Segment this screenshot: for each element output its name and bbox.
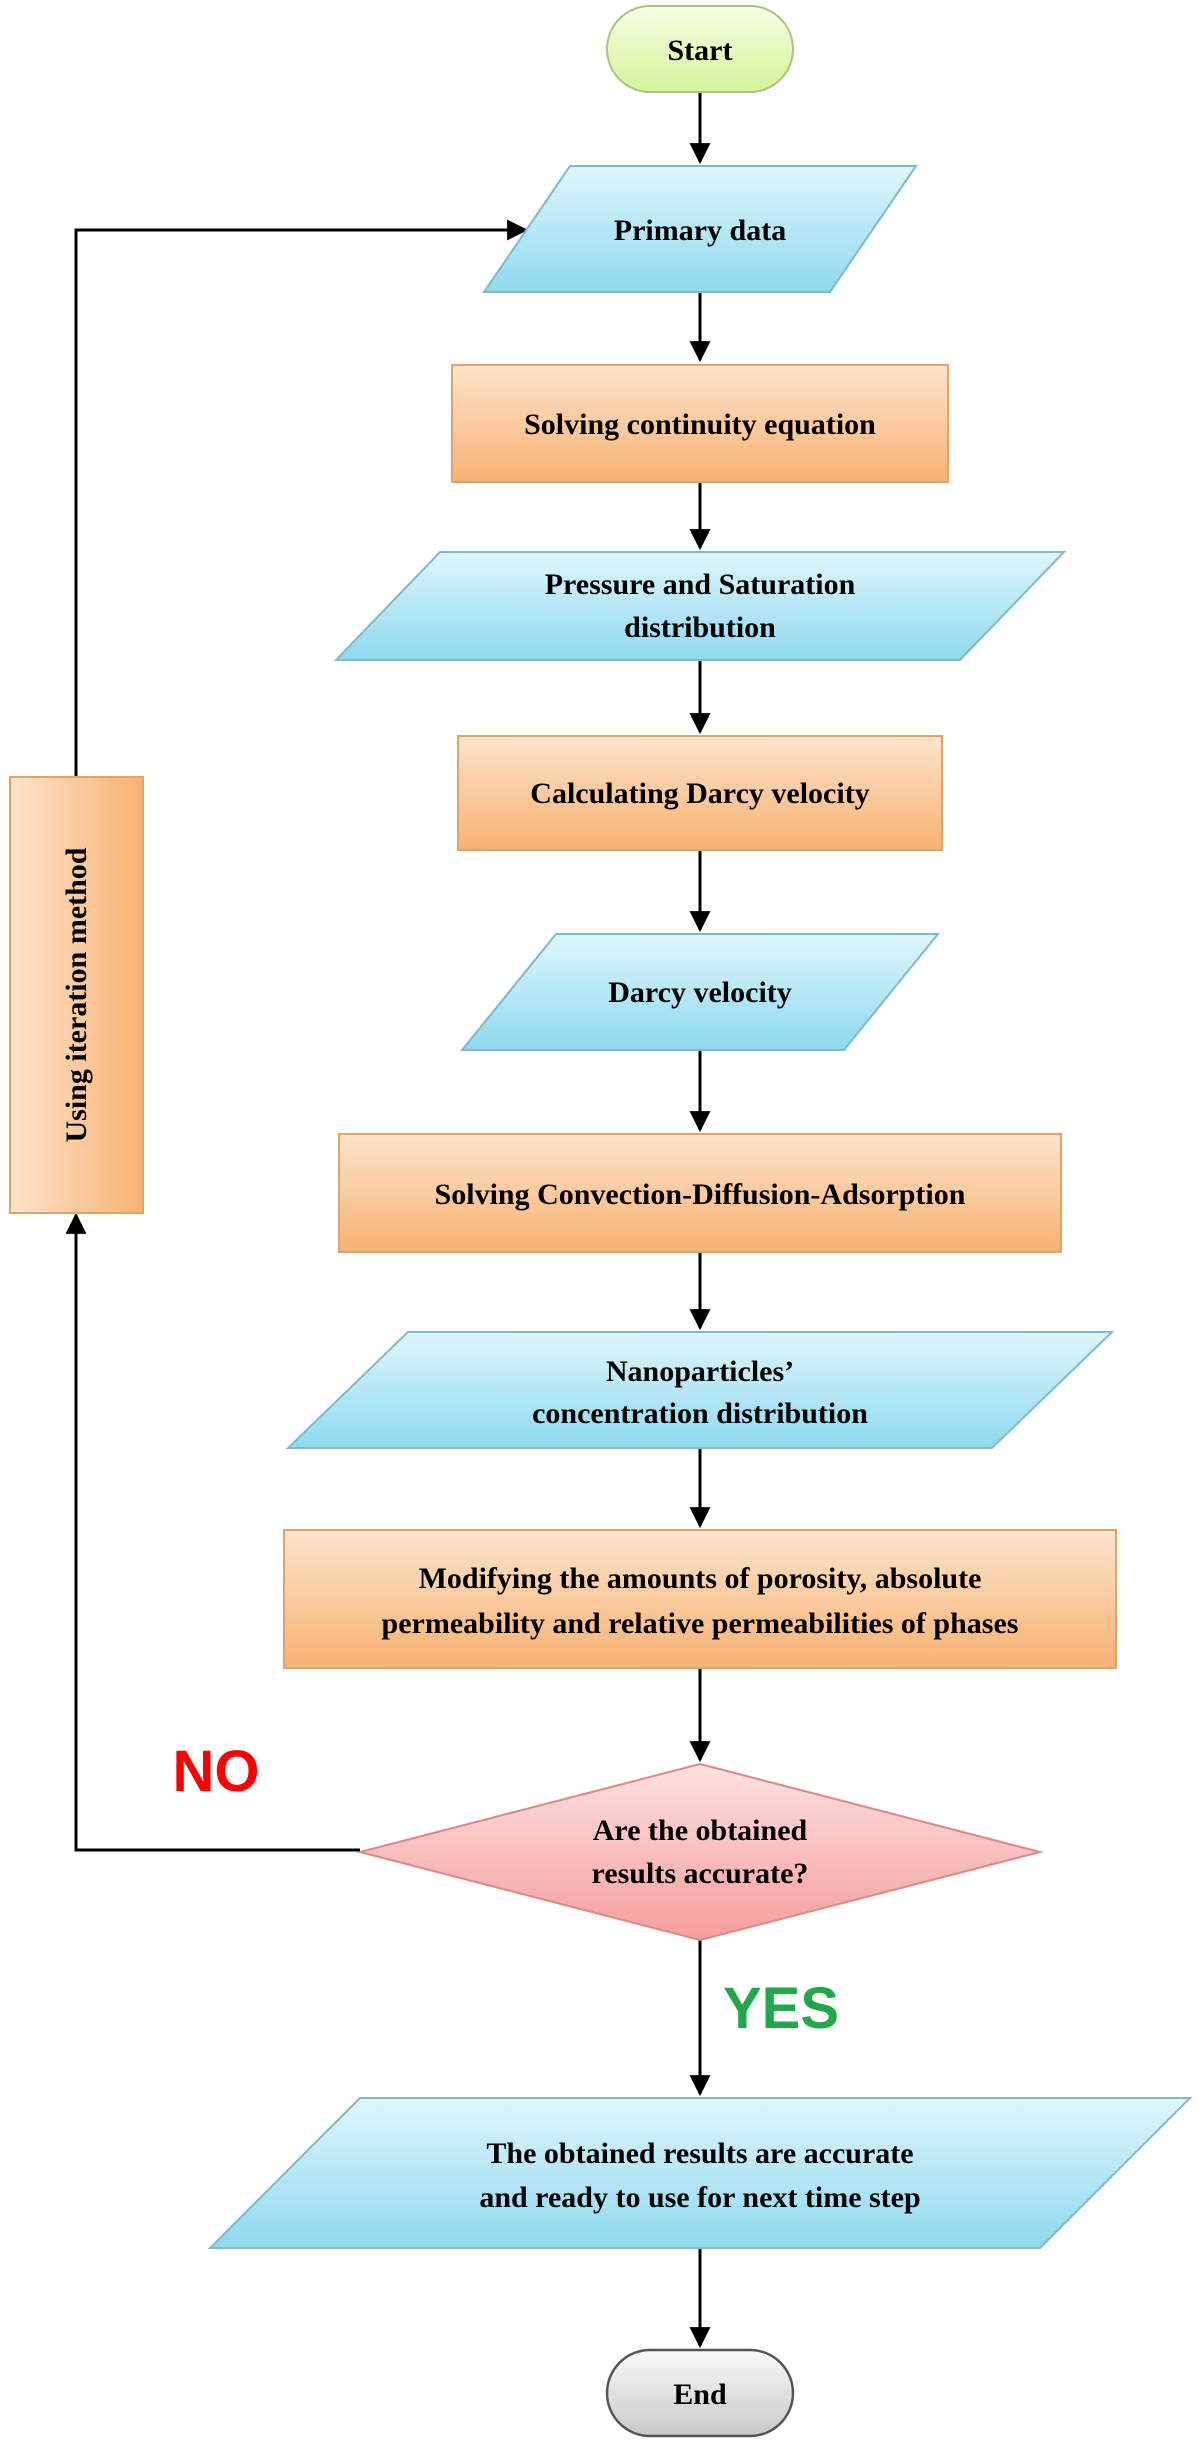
results-line2: and ready to use for next time step <box>479 2181 920 2214</box>
nano-concentration-line2: concentration distribution <box>532 1397 868 1430</box>
calculating-darcy-node: Calculating Darcy velocity <box>457 735 943 851</box>
arrow-decision-to-iteration <box>65 1212 360 1852</box>
pressure-saturation-line1: Pressure and Saturation <box>545 568 856 601</box>
modifying-line2: permeability and relative permeabilities… <box>382 1607 1019 1640</box>
connectors <box>65 92 711 2349</box>
yes-branch-label: YES <box>723 1976 839 2041</box>
pressure-saturation-line2: distribution <box>624 611 776 644</box>
decision-line1: Are the obtained <box>593 1814 808 1847</box>
accuracy-decision-node: Are the obtained results accurate? <box>356 1762 1044 1942</box>
results-ready-node: The obtained results are accurate and re… <box>207 2097 1193 2249</box>
darcy-velocity-label: Darcy velocity <box>608 976 792 1009</box>
modifying-node: Modifying the amounts of porosity, absol… <box>283 1529 1117 1669</box>
solving-continuity-label: Solving continuity equation <box>524 408 876 441</box>
solving-cda-node: Solving Convection-Diffusion-Adsorption <box>338 1133 1062 1253</box>
darcy-velocity-node: Darcy velocity <box>459 933 941 1051</box>
modifying-line1: Modifying the amounts of porosity, absol… <box>419 1562 982 1595</box>
calculating-darcy-label: Calculating Darcy velocity <box>530 777 869 810</box>
solving-cda-label: Solving Convection-Diffusion-Adsorption <box>435 1178 966 1211</box>
nano-concentration-line1: Nanoparticles’ <box>606 1355 794 1388</box>
iteration-method-node: Using iteration method <box>9 776 144 1214</box>
primary-data-label: Primary data <box>614 214 786 247</box>
start-node: Start <box>606 5 794 93</box>
no-branch-label: NO <box>173 1739 260 1804</box>
pressure-saturation-node: Pressure and Saturation distribution <box>333 551 1067 661</box>
start-label: Start <box>668 34 733 67</box>
arrow-iteration-to-primary <box>74 219 529 777</box>
results-line1: The obtained results are accurate <box>486 2137 913 2170</box>
solving-continuity-node: Solving continuity equation <box>451 364 949 483</box>
end-node: End <box>605 2348 795 2438</box>
decision-line2: results accurate? <box>592 1857 809 1890</box>
primary-data-node: Primary data <box>482 165 918 293</box>
nano-concentration-node: Nanoparticles’ concentration distributio… <box>285 1331 1115 1449</box>
iteration-label: Using iteration method <box>60 847 93 1142</box>
end-label: End <box>673 2378 727 2411</box>
